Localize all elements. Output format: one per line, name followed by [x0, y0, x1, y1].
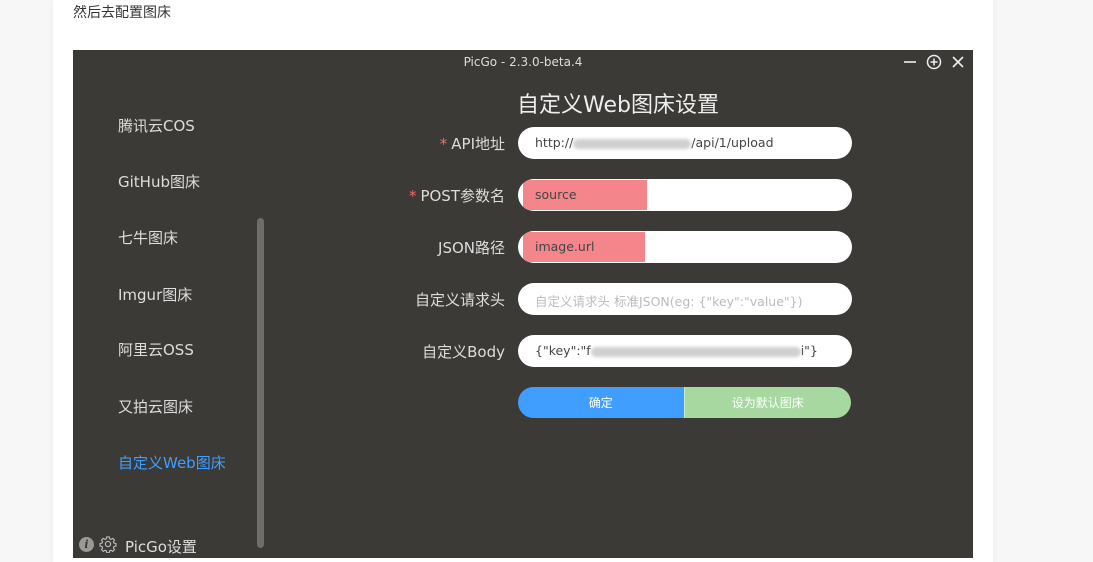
post-param-input[interactable]: source	[518, 179, 852, 211]
form-row-json-path: JSON路径 image.url	[73, 231, 973, 263]
redacted-key	[590, 346, 801, 357]
api-url-label: *API地址	[439, 135, 505, 153]
required-mark: *	[439, 135, 448, 153]
sidebar-item-github[interactable]: GitHub图床	[118, 173, 200, 191]
picgo-window: PicGo - 2.3.0-beta.4 腾讯云COS GitHub图床 七牛图…	[73, 50, 973, 558]
page-title: 自定义Web图床设置	[517, 93, 719, 118]
article-text: 然后去配置图床	[73, 5, 171, 21]
sidebar-item-picgo-settings[interactable]: PicGo设置	[99, 535, 197, 557]
form-row-api-url: *API地址 http:///api/1/upload	[73, 127, 973, 159]
sidebar-item-imgur[interactable]: Imgur图床	[118, 286, 193, 304]
form-row-custom-header: 自定义请求头 自定义请求头 标准JSON(eg: {"key":"value"}…	[73, 283, 973, 315]
text-highlight	[523, 232, 645, 262]
sidebar-item-custom-web[interactable]: 自定义Web图床	[118, 454, 226, 472]
required-mark: *	[408, 187, 417, 205]
title-bar[interactable]: PicGo - 2.3.0-beta.4	[73, 50, 973, 74]
settings-label: PicGo设置	[125, 537, 197, 556]
json-path-label: JSON路径	[438, 239, 505, 257]
close-icon[interactable]	[949, 53, 967, 71]
set-default-button[interactable]: 设为默认图床	[683, 387, 851, 418]
plus-circle-icon[interactable]	[925, 53, 943, 71]
api-url-input[interactable]: http:///api/1/upload	[518, 127, 852, 159]
sidebar-item-tencent-cos[interactable]: 腾讯云COS	[118, 117, 195, 135]
form-row-post-param: *POST参数名 source	[73, 179, 973, 211]
sidebar-item-qiniu[interactable]: 七牛图床	[118, 229, 179, 247]
sidebar: 腾讯云COS GitHub图床 七牛图床 Imgur图床 阿里云OSS 又拍云图…	[73, 74, 273, 558]
redacted-host	[573, 138, 692, 149]
action-buttons: 确定 设为默认图床	[518, 387, 851, 418]
sidebar-item-upyun[interactable]: 又拍云图床	[118, 398, 194, 416]
custom-header-label: 自定义请求头	[414, 291, 505, 309]
confirm-button[interactable]: 确定	[518, 387, 684, 418]
info-icon[interactable]: i	[79, 537, 94, 552]
json-path-input[interactable]: image.url	[518, 231, 852, 263]
window-title: PicGo - 2.3.0-beta.4	[463, 55, 583, 69]
post-param-label: *POST参数名	[408, 187, 505, 205]
window-controls	[901, 53, 967, 71]
custom-header-input[interactable]: 自定义请求头 标准JSON(eg: {"key":"value"})	[518, 283, 852, 315]
gear-icon	[99, 535, 117, 557]
custom-body-label: 自定义Body	[422, 343, 505, 361]
text-highlight	[523, 180, 647, 210]
sidebar-scrollbar[interactable]	[257, 218, 264, 548]
minimize-icon[interactable]	[901, 53, 919, 71]
sidebar-item-aliyun-oss[interactable]: 阿里云OSS	[118, 341, 194, 359]
